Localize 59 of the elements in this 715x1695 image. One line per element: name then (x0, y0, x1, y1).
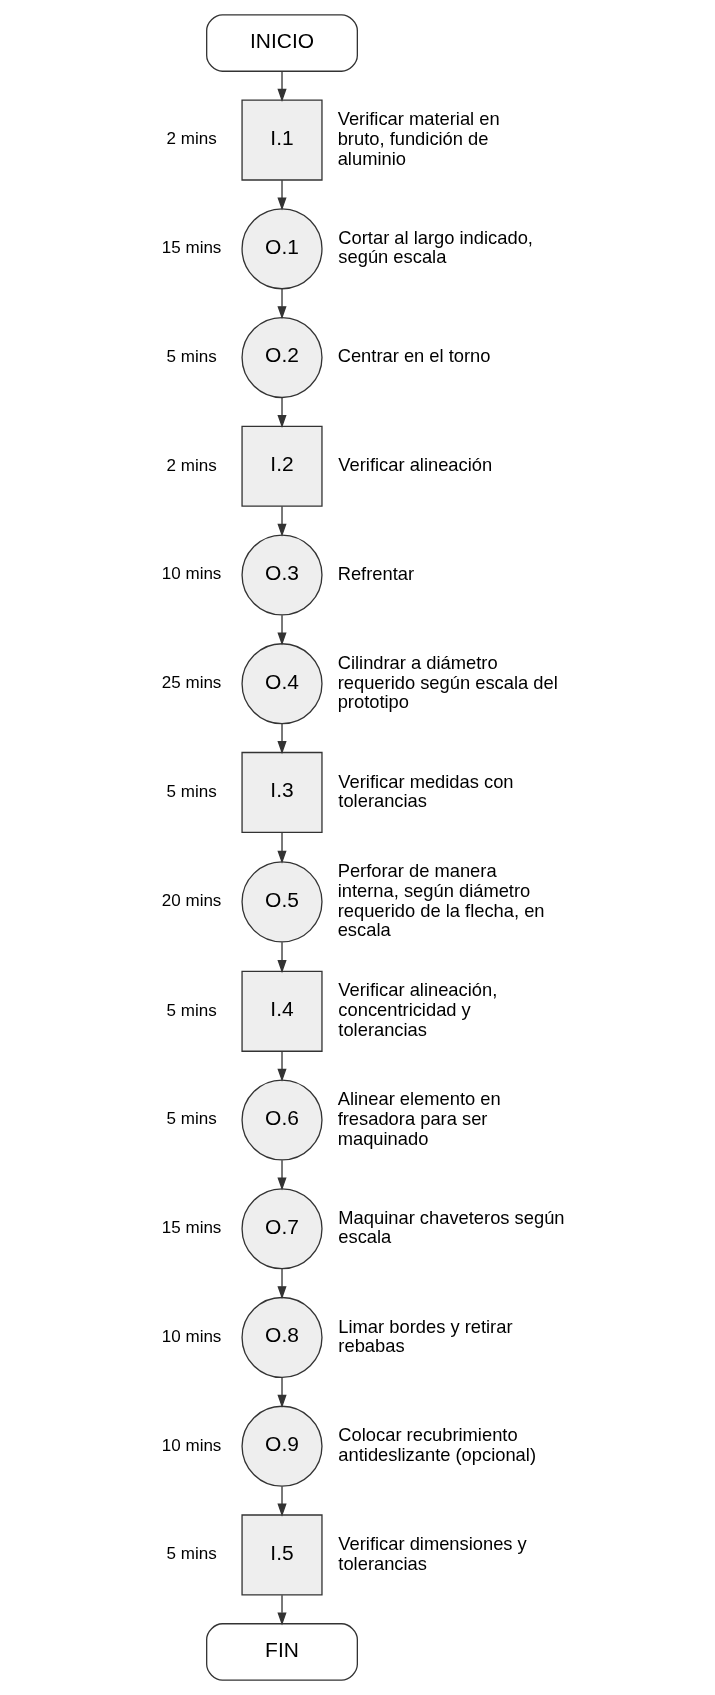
node-label: 2 mins (166, 455, 217, 475)
arrow (276, 614, 287, 646)
arrow (276, 941, 287, 974)
arrow (276, 179, 287, 211)
node-label: Maquinar chaveteros según escala (337, 1206, 565, 1248)
node-label: 20 mins (161, 891, 221, 911)
node-box: I.5 (240, 1514, 323, 1596)
node-label: Cortar al largo indicado, según escala (337, 226, 533, 268)
node-circle: O.2 (240, 316, 323, 399)
node-circle: O.7 (240, 1188, 323, 1270)
arrow (276, 1159, 287, 1191)
arrow (276, 723, 287, 755)
node-label: Refrentar (337, 562, 414, 584)
node-box: I.1 (240, 99, 323, 181)
arrow (276, 1485, 287, 1517)
node-circle: O.9 (240, 1405, 323, 1487)
arrow (276, 505, 287, 537)
arrow (276, 397, 287, 428)
node-label: 5 mins (166, 781, 217, 801)
node-label: Centrar en el torno (337, 345, 491, 367)
node-label: 10 mins (161, 1326, 221, 1346)
node-label: Verificar alineación (337, 454, 492, 476)
node-label: 2 mins (166, 129, 217, 149)
node-label: 5 mins (166, 1000, 217, 1020)
arrow (276, 1268, 287, 1300)
node-label: 10 mins (161, 1435, 221, 1455)
node-label: 25 mins (161, 673, 221, 693)
node-label: Cilindrar a diámetro requerido según escala del prototipo (337, 651, 558, 713)
node-label: Colocar recubrimiento antideslizante (opcional) (337, 1424, 536, 1465)
node-box: FIN (205, 1623, 358, 1681)
node-label: 10 mins (161, 564, 221, 584)
node-box: I.4 (240, 970, 323, 1052)
node-circle: O.3 (240, 534, 323, 616)
node-label: 5 mins (166, 1544, 217, 1564)
arrow (276, 1594, 287, 1626)
node-box: I.3 (240, 751, 323, 834)
node-circle: O.5 (240, 861, 323, 943)
node-label: 15 mins (161, 238, 221, 258)
node-label: Verificar material en bruto, fundición de aluminio (337, 108, 500, 169)
node-label: 5 mins (166, 1109, 217, 1129)
node-box: INICIO (205, 14, 358, 72)
arrow (276, 1377, 287, 1408)
node-label: Alinear elemento en fresadora para ser maquinado (337, 1088, 501, 1149)
arrow (276, 71, 287, 102)
node-label: Verificar dimensiones y tolerancias (337, 1532, 527, 1574)
node-label: Perforar de manera interna, según diámetro requerido de la flecha, en escala (337, 860, 545, 941)
arrow (276, 832, 287, 864)
node-label: 5 mins (166, 346, 217, 366)
arrow (276, 288, 287, 320)
node-circle: O.4 (240, 643, 323, 725)
node-label: Verificar alineación, concentricidad y tolerancias (337, 979, 497, 1040)
node-circle: O.6 (240, 1079, 323, 1161)
node-circle: O.1 (240, 208, 323, 290)
node-circle: O.8 (240, 1296, 323, 1379)
node-box: I.2 (240, 425, 323, 507)
arrow (276, 1050, 287, 1082)
node-label: 15 mins (161, 1218, 221, 1238)
node-label: Limar bordes y retirar rebabas (337, 1315, 513, 1357)
node-label: Verificar medidas con tolerancias (337, 770, 514, 812)
